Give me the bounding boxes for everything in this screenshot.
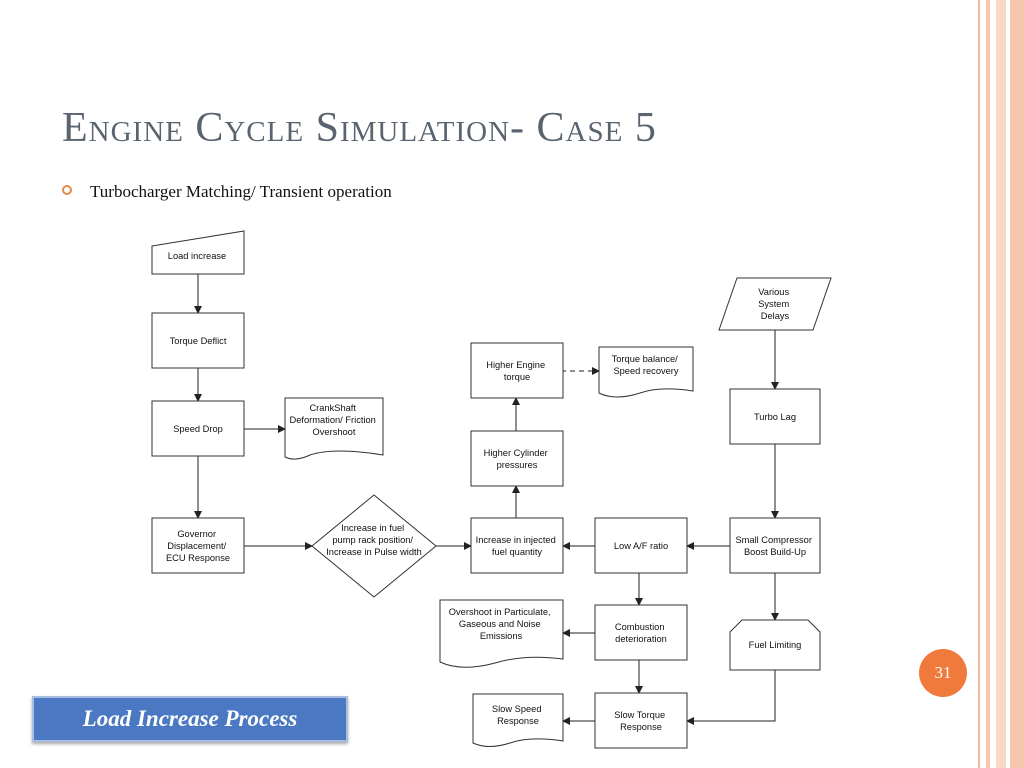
label-crankshaft-3: Overshoot [313,427,356,437]
label-emissions-2: Gaseous and Noise [459,619,541,629]
label-slow-speed-1: Slow Speed [492,704,542,714]
svg-text:CrankShaft Deformation/: CrankShaft Deformation/ Friction Oversho… [290,403,379,437]
label-cylinder-2: pressures [497,460,538,470]
label-cylinder-1: Higher Cylinder [484,448,548,458]
label-injected-1: Increase in injected [476,535,556,545]
label-torque-balance-2: Speed recovery [613,366,678,376]
node-speed-drop [151,400,245,457]
node-turbo-lag [729,388,821,445]
label-crankshaft-1: CrankShaft [309,403,356,413]
svg-text:Various System Del: Various System Delays [758,287,792,321]
label-delays-1: Various [758,287,789,297]
node-slow-speed [472,693,564,747]
svg-text:Slow Speed Response: Slow Speed Response [492,704,544,726]
bullet-item: Turbocharger Matching/ Transient operati… [62,182,392,202]
label-delays-3: Delays [761,311,790,321]
label-fuel-limiting-1: Fuel Limiting [749,640,802,650]
node-system-delays [718,277,832,331]
label-delays-2: System [758,299,789,309]
node-low-af [594,517,688,574]
edge-fuellimiting-to-slowtorque [686,670,776,725]
bullet-circle-icon [62,185,72,195]
flow-nodes [151,230,832,749]
label-emissions-3: Emissions [480,631,523,641]
caption-box: Load Increase Process [32,696,348,742]
border-stripe-4 [1010,0,1024,768]
svg-text:Combustion deterioration: Combustion deterioration [615,622,667,644]
node-slow-torque [594,692,688,749]
svg-text:Higher Cylinder pressure: Higher Cylinder pressures [484,448,551,470]
label-speed-drop-1: Speed Drop [173,424,223,434]
node-fuel-limiting [729,619,821,671]
label-slow-torque-1: Slow Torque [614,710,665,720]
label-engine-torque-2: torque [504,372,530,382]
svg-text:Load increase: Load increase [168,251,226,261]
label-governor-2: Displacement/ [167,541,226,551]
svg-text:Speed Drop: Speed Drop [173,424,223,434]
label-injected-2: fuel quantity [492,547,542,557]
border-stripe-3 [996,0,1006,768]
label-load-increase-1: Load increase [168,251,226,261]
svg-text:Overshoot in Particulate,: Overshoot in Particulate, Gaseous and No… [449,607,553,641]
node-torque-balance [598,346,694,398]
node-load-increase [151,230,245,275]
node-injected-fuel [470,517,564,574]
svg-text:Small Compressor Boost B: Small Compressor Boost Build-Up [735,535,814,557]
label-compressor-2: Boost Build-Up [744,547,806,557]
label-torque-balance-1: Torque balance/ [612,354,679,364]
node-torque-deflict [151,312,245,369]
svg-text:Torque Deflict: Torque Deflict [170,336,227,346]
label-emissions-1: Overshoot in Particulate, [449,607,551,617]
label-engine-torque-1: Higher Engine [486,360,545,370]
label-fuel-pump-2: pump rack position/ [332,535,413,545]
label-fuel-pump-3: Increase in Pulse width [326,547,422,557]
label-torque-deflict-1: Torque Deflict [170,336,227,346]
label-slow-torque-2: Response [620,722,662,732]
node-cylinder-pressures [470,430,564,487]
border-stripe-2 [986,0,990,768]
page-number-badge: 31 [919,649,967,697]
node-governor [151,517,245,574]
label-turbo-lag-1: Turbo Lag [754,412,796,422]
node-compressor [729,517,821,574]
node-crankshaft [284,397,384,460]
label-governor-3: ECU Response [166,553,230,563]
svg-text:Increase in fuel pump ra: Increase in fuel pump rack position/ Inc… [326,523,422,557]
svg-text:Slow Torque Response: Slow Torque Response [614,710,668,732]
flow-labels: Load increase Torque Deflict Speed Drop … [166,251,814,732]
bullet-text: Turbocharger Matching/ Transient operati… [90,182,392,201]
label-slow-speed-2: Response [497,716,539,726]
svg-text:Turbo Lag: Turbo Lag [754,412,796,422]
label-compressor-1: Small Compressor [735,535,811,545]
label-governor-1: Governor [177,529,216,539]
node-fuel-pump [311,494,437,598]
label-crankshaft-2: Deformation/ Friction [290,415,376,425]
label-combustion-2: deterioration [615,634,667,644]
node-overshoot-emissions [439,599,564,668]
border-stripe-1 [978,0,980,768]
node-combustion [594,604,688,661]
label-combustion-1: Combustion [615,622,665,632]
label-fuel-pump-1: Increase in fuel [341,523,404,533]
svg-text:Governor Displacement/: Governor Displacement/ ECU Response [166,529,230,563]
svg-text:Increase in injected fue: Increase in injected fuel quantity [476,535,559,557]
svg-text:Higher Engine torque: Higher Engine torque [486,360,548,382]
svg-text:Low A/F ratio: Low A/F ratio [614,541,668,551]
svg-text:Torque balance/ Speed re: Torque balance/ Speed recovery [612,354,681,376]
slide-title: Engine Cycle Simulation- Case 5 [62,105,657,151]
svg-text:Fuel Limiting: Fuel Limiting [749,640,802,650]
flow-edges [194,274,779,725]
label-low-af-1: Low A/F ratio [614,541,668,551]
node-engine-torque [470,342,564,399]
